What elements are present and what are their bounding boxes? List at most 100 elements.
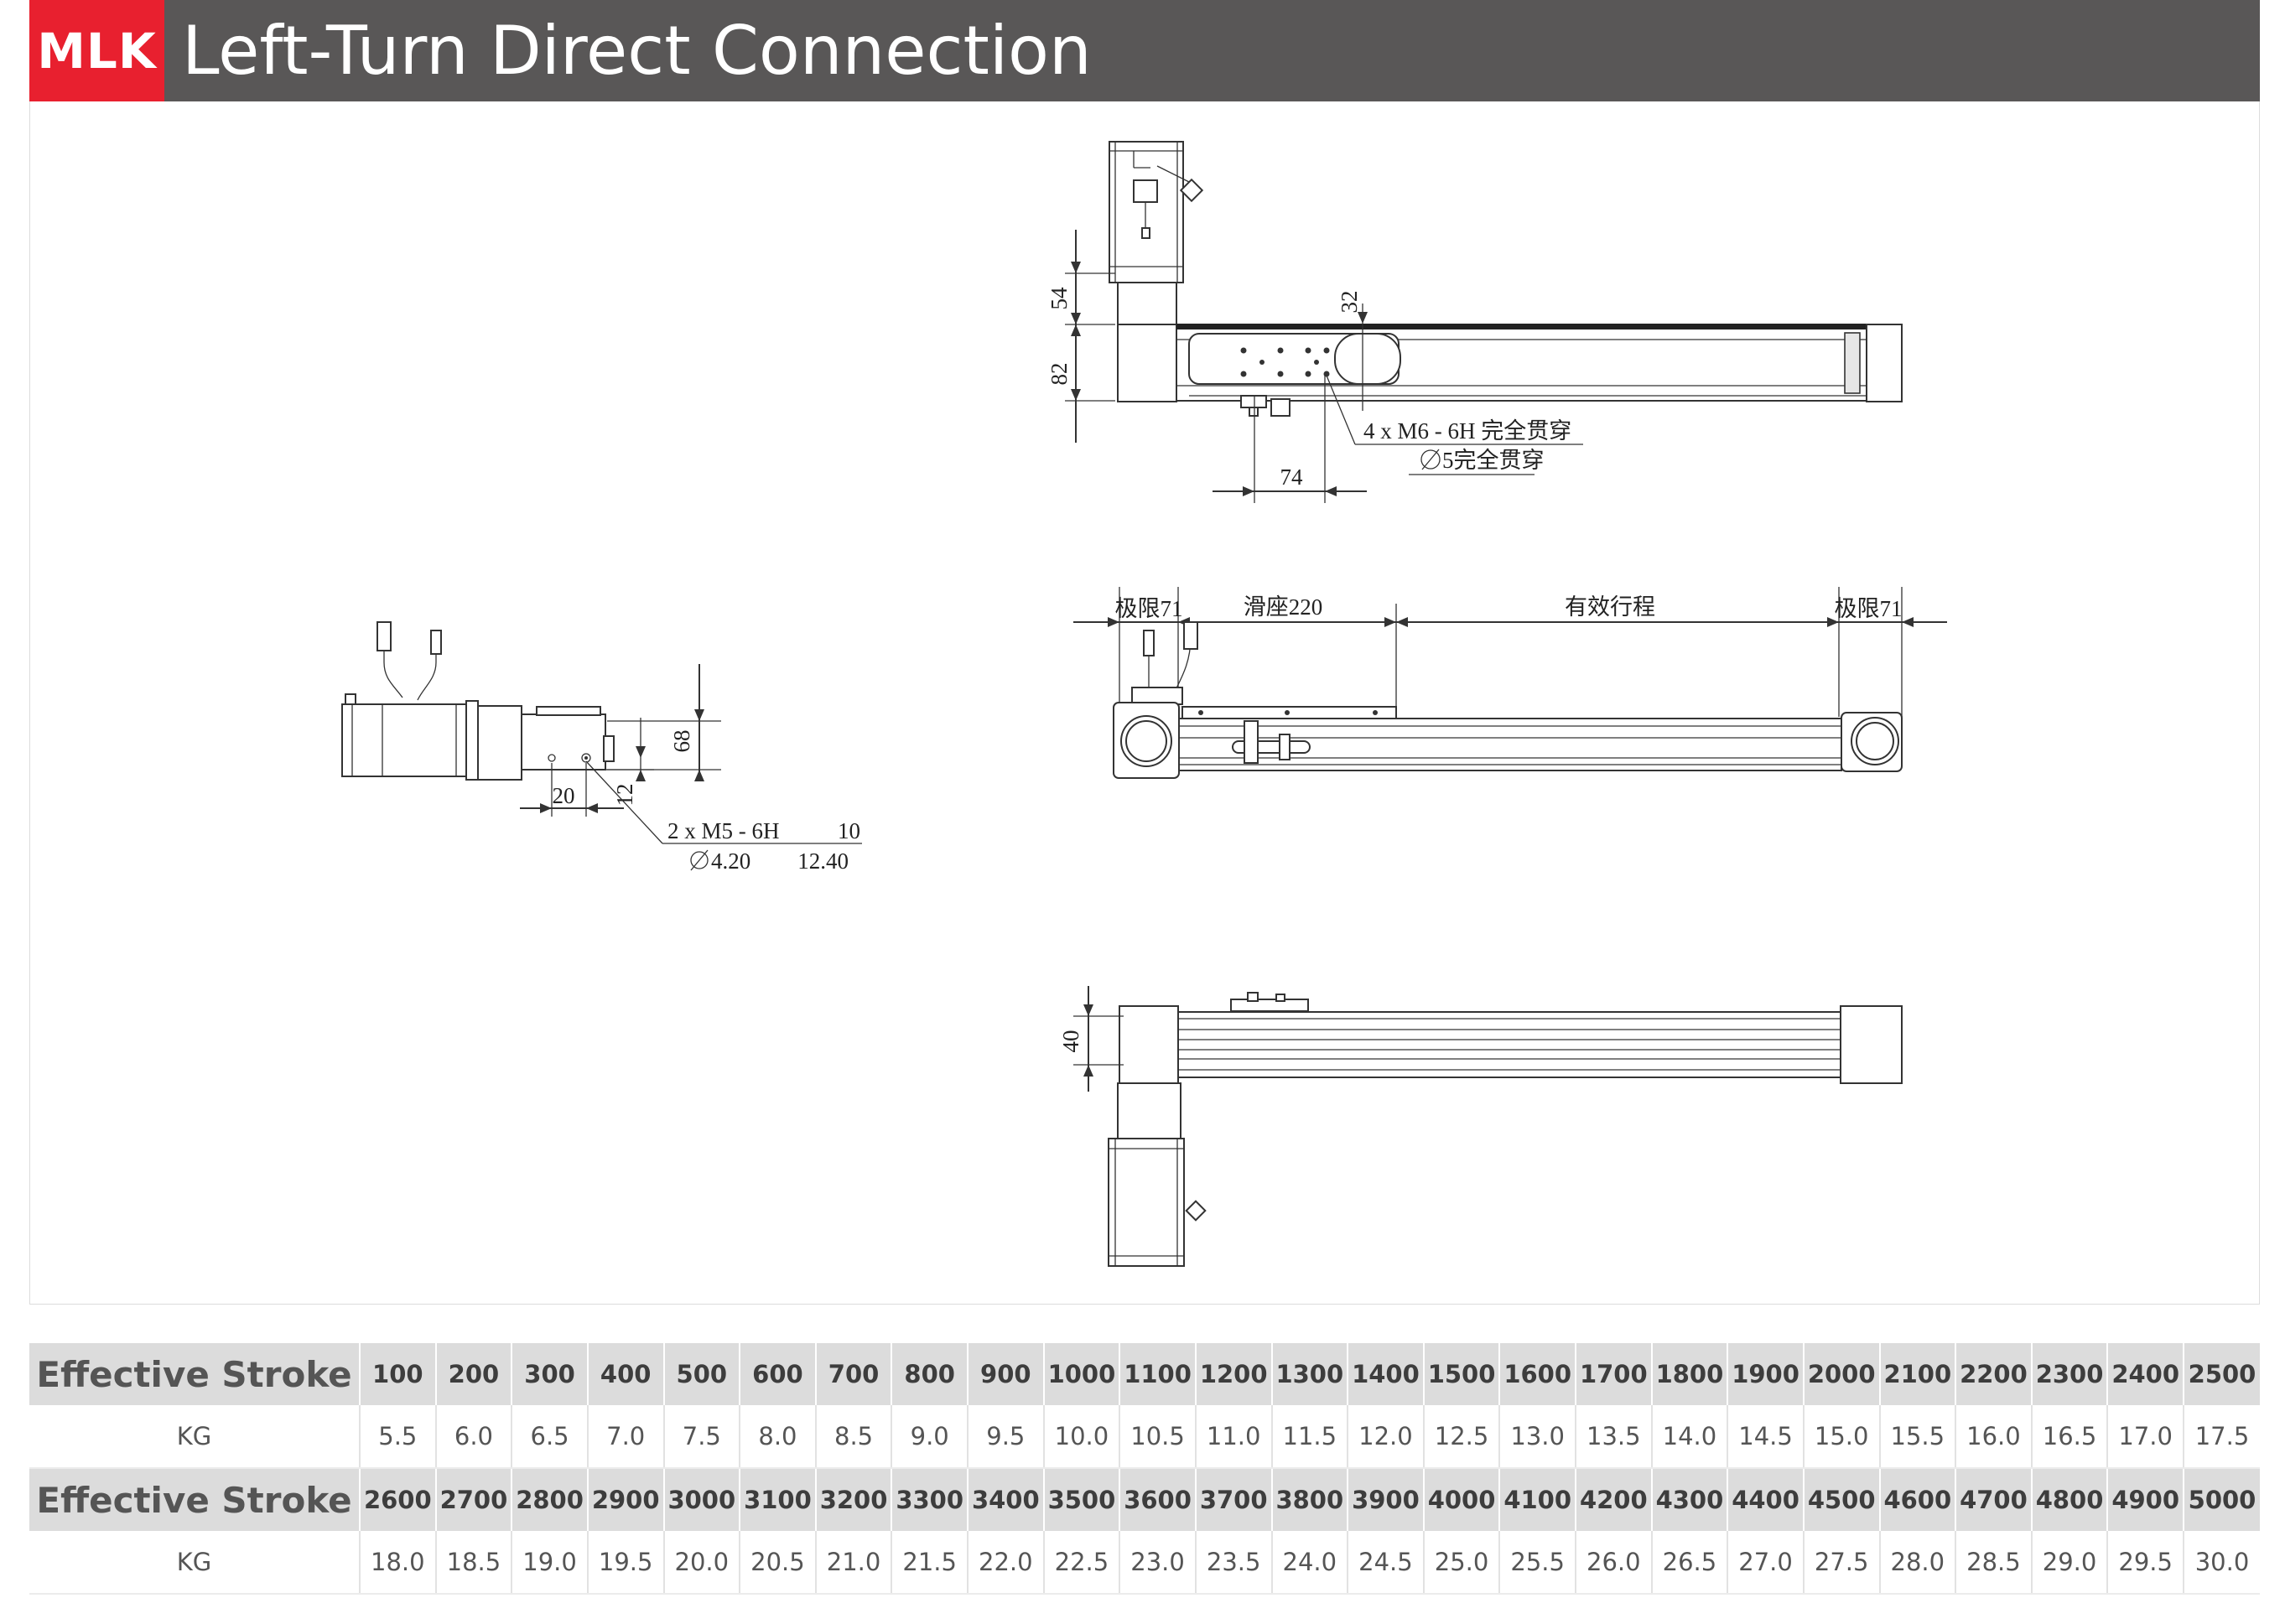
weight-cell: 25.0: [1422, 1531, 1500, 1595]
stroke-cell: 400: [586, 1343, 664, 1405]
dim-side-slider: 滑座220: [1244, 594, 1323, 620]
stroke-cell: 600: [739, 1343, 816, 1405]
stroke-cell: 100: [359, 1343, 436, 1405]
weight-cell: 29.0: [2030, 1531, 2108, 1595]
dim-side-limit-right: 极限71: [1835, 596, 1903, 621]
stroke-cell: 2400: [2106, 1343, 2184, 1405]
weight-cell: 23.5: [1194, 1531, 1272, 1595]
top-view: 54 82 32 74 4 x M6 - 6H 完全贯穿 5完全贯穿: [1046, 141, 1903, 503]
header-bar: MLK Left-Turn Direct Connection: [29, 0, 2260, 101]
bottom-view: 40: [1058, 986, 1903, 1267]
stroke-cell: 4000: [1422, 1468, 1500, 1531]
brand-badge: MLK: [29, 0, 164, 101]
weight-cell: 19.0: [511, 1531, 588, 1595]
stroke-cell: 4900: [2106, 1468, 2184, 1531]
weight-cell: 20.5: [739, 1531, 816, 1595]
dim-top-motor-height: 54: [1046, 287, 1072, 310]
weight-cell: 7.0: [586, 1405, 664, 1469]
stroke-cell: 500: [662, 1343, 740, 1405]
weight-cell: 12.5: [1422, 1405, 1500, 1469]
stroke-cell: 3400: [967, 1468, 1044, 1531]
weight-cell: 25.5: [1498, 1531, 1576, 1595]
weight-cell: 29.5: [2106, 1531, 2184, 1595]
stroke-cell: 3100: [739, 1468, 816, 1531]
stroke-cell: 4700: [1955, 1468, 2032, 1531]
dim-top-hole-offset: 32: [1337, 291, 1362, 314]
stroke-cell: 3300: [891, 1468, 968, 1531]
weight-cell: 8.0: [739, 1405, 816, 1469]
weight-cell: 12.0: [1347, 1405, 1424, 1469]
stroke-cell: 300: [511, 1343, 588, 1405]
weight-cell: 16.0: [1955, 1405, 2032, 1469]
weight-cell: 17.5: [2183, 1405, 2260, 1469]
stroke-cell: 3800: [1270, 1468, 1348, 1531]
note-end-pin-depth: 12.40: [797, 848, 849, 874]
stroke-cell: 5000: [2183, 1468, 2260, 1531]
stroke-cell: 1600: [1498, 1343, 1576, 1405]
dim-bottom-height: 40: [1058, 1030, 1083, 1053]
weight-cell: 10.5: [1119, 1405, 1196, 1469]
note-end-pin: 4.20: [711, 848, 750, 874]
weight-cell: 13.0: [1498, 1405, 1576, 1469]
top-motor: [1109, 141, 1184, 283]
weight-cell: 30.0: [2183, 1531, 2260, 1595]
stroke-cell: 2000: [1802, 1343, 1880, 1405]
end-view: 68 12 20 2 x M5 - 6H 10 4.20 12.40: [341, 621, 862, 874]
stroke-cell: 4500: [1802, 1468, 1880, 1531]
technical-drawing: 54 82 32 74 4 x M6 - 6H 完全贯穿 5完全贯穿 极限71 …: [341, 141, 1947, 1267]
stroke-cell: 3700: [1194, 1468, 1272, 1531]
weight-cell: 6.0: [434, 1405, 512, 1469]
weight-cell: 23.0: [1119, 1531, 1196, 1595]
weight-cell: 24.5: [1347, 1531, 1424, 1595]
stroke-cell: 3000: [662, 1468, 740, 1531]
weight-cell: 16.5: [2030, 1405, 2108, 1469]
bottom-motor: [1108, 1138, 1185, 1267]
stroke-cell: 1000: [1042, 1343, 1120, 1405]
stroke-cell: 1900: [1727, 1343, 1804, 1405]
weight-cell: 9.0: [891, 1405, 968, 1469]
row-label-kg: KG: [29, 1405, 360, 1469]
stroke-cell: 2700: [434, 1468, 512, 1531]
dim-side-effective-stroke: 有效行程: [1565, 594, 1655, 620]
stroke-cell: 800: [891, 1343, 968, 1405]
stroke-cell: 2500: [2183, 1343, 2260, 1405]
weight-cell: 14.0: [1650, 1405, 1728, 1469]
row-label-kg: KG: [29, 1531, 360, 1595]
note-end-holes: 2 x M5 - 6H: [667, 818, 780, 843]
bottom-end-right: [1840, 1005, 1903, 1084]
dim-top-body-height: 82: [1046, 363, 1072, 386]
weight-cell: 27.5: [1802, 1531, 1880, 1595]
weight-cell: 27.0: [1727, 1531, 1804, 1595]
stroke-cell: 1300: [1270, 1343, 1348, 1405]
row-label-stroke: Effective Stroke: [29, 1343, 360, 1405]
stroke-cell: 900: [967, 1343, 1044, 1405]
stroke-cell: 1400: [1347, 1343, 1424, 1405]
stroke-cell: 4400: [1727, 1468, 1804, 1531]
weight-cell: 17.0: [2106, 1405, 2184, 1469]
stroke-cell: 2900: [586, 1468, 664, 1531]
top-end-cap: [1866, 324, 1903, 402]
weight-cell: 19.5: [586, 1531, 664, 1595]
dim-end-width: 20: [553, 783, 575, 808]
stroke-cell: 1500: [1422, 1343, 1500, 1405]
stroke-cell: 4100: [1498, 1468, 1576, 1531]
stroke-cell: 3900: [1347, 1468, 1424, 1531]
stroke-cell: 4600: [1878, 1468, 1956, 1531]
stroke-cell: 4200: [1575, 1468, 1652, 1531]
end-motor: [341, 703, 467, 777]
note-top-holes: 4 x M6 - 6H 完全贯穿: [1363, 418, 1571, 444]
weight-cell: 10.0: [1042, 1405, 1120, 1469]
stroke-cell: 3500: [1042, 1468, 1120, 1531]
weight-cell: 13.5: [1575, 1405, 1652, 1469]
weight-cell: 9.5: [967, 1405, 1044, 1469]
bottom-end-left: [1119, 1005, 1179, 1084]
weight-cell: 26.5: [1650, 1531, 1728, 1595]
stroke-cell: 2100: [1878, 1343, 1956, 1405]
weight-cell: 14.5: [1727, 1405, 1804, 1469]
weight-cell: 21.0: [814, 1531, 892, 1595]
bottom-rail: [1177, 1011, 1841, 1078]
note-end-depth: 10: [838, 818, 860, 843]
